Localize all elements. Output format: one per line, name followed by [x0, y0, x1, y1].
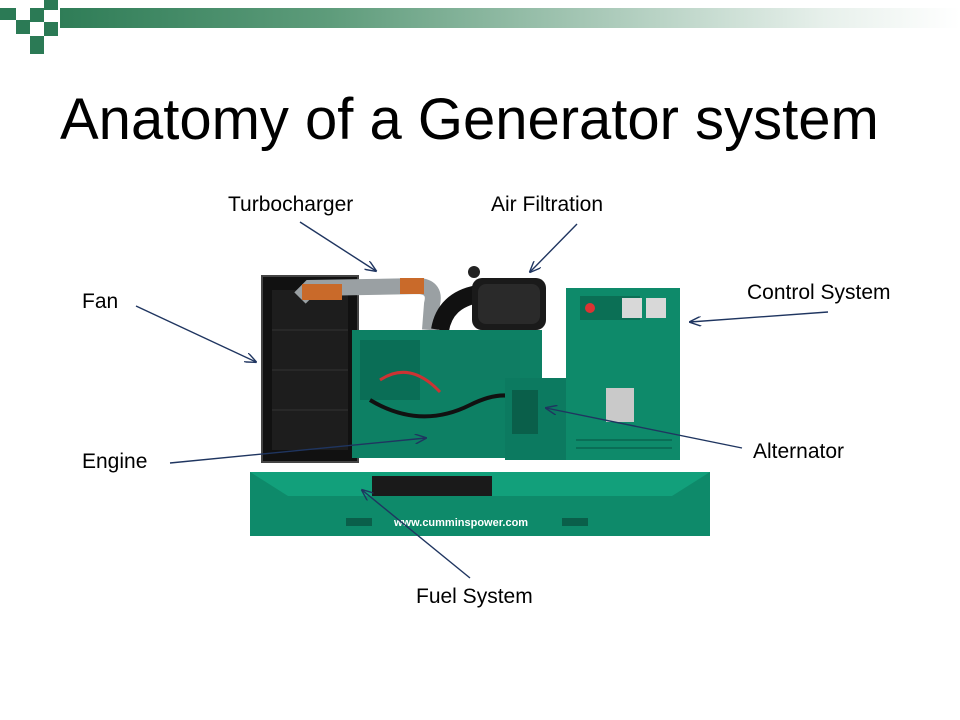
arrow-engine — [169, 438, 426, 464]
arrow-alternator — [546, 408, 743, 449]
arrow-turbocharger — [299, 221, 376, 271]
label-air-filtration: Air Filtration — [491, 193, 604, 216]
arrow-control-system — [690, 311, 829, 322]
brand-url: www.cumminspower.com — [393, 517, 528, 529]
corner-deco-1 — [0, 8, 16, 20]
header-banner — [60, 8, 960, 28]
slide-title: Anatomy of a Generator system — [60, 87, 879, 152]
arrow-fan — [135, 305, 256, 362]
corner-deco-6 — [44, 22, 58, 36]
arrow-air-filtration — [530, 223, 578, 272]
label-fuel-system: Fuel System — [416, 585, 533, 608]
corner-deco-2 — [16, 20, 30, 34]
label-fan: Fan — [82, 290, 119, 313]
label-engine: Engine — [82, 450, 148, 473]
arrow-fuel-system — [362, 490, 471, 579]
label-turbocharger: Turbocharger — [228, 193, 354, 216]
generator-image: www.cumminspower.com — [250, 266, 710, 536]
label-control-system: Control System — [747, 281, 891, 304]
corner-deco-4 — [44, 0, 58, 10]
label-alternator: Alternator — [753, 440, 845, 463]
corner-deco-3 — [30, 8, 44, 22]
corner-deco-5 — [30, 36, 44, 54]
